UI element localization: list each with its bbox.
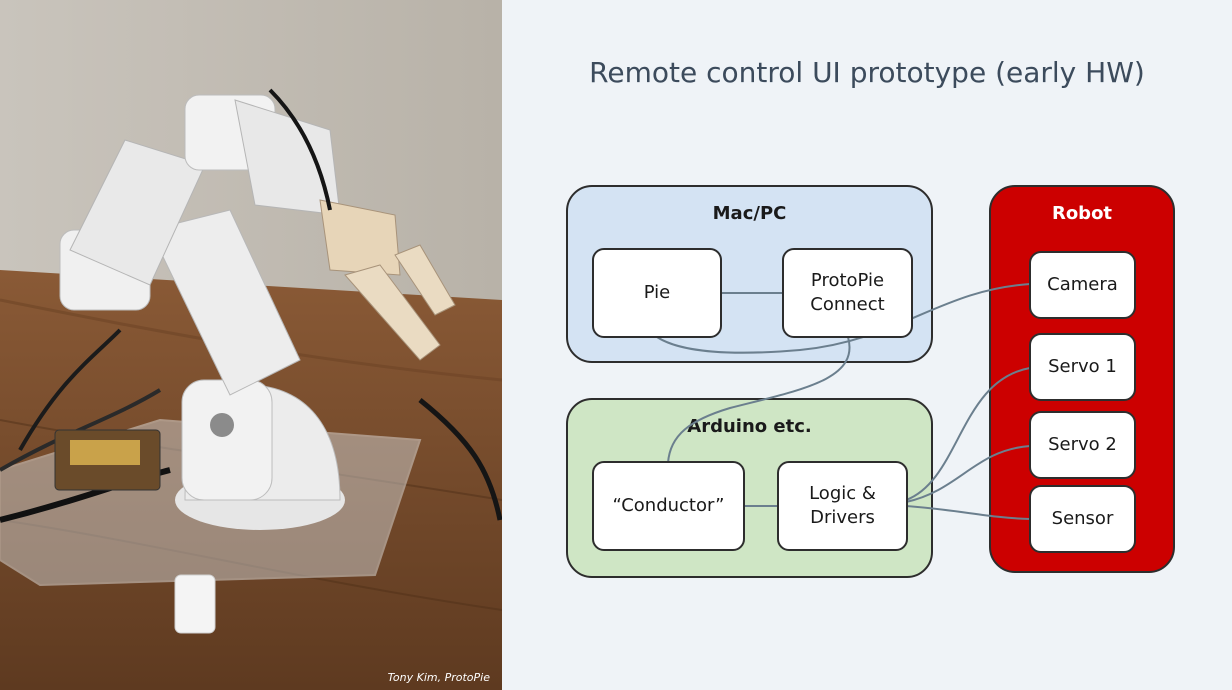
group-mac-pc-label: Mac/PC [712, 203, 787, 224]
robotic-arm-photo: Tony Kim, ProtoPie [0, 0, 502, 690]
edge-pie-camera [656, 283, 1031, 354]
node-logic-drivers: Logic & Drivers [777, 461, 908, 551]
node-pie: Pie [592, 248, 722, 338]
node-sensor: Sensor [1029, 485, 1136, 553]
node-conductor: “Conductor” [592, 461, 745, 551]
slide-title: Remote control UI prototype (early HW) [589, 56, 1145, 89]
edge-logic-servo1 [905, 367, 1031, 501]
edge-logic-servo2 [905, 445, 1031, 503]
node-camera: Camera [1029, 251, 1136, 319]
group-robot-label: Robot [1051, 203, 1113, 224]
node-servo-2: Servo 2 [1029, 411, 1136, 479]
edge-logic-sensor [905, 505, 1031, 520]
node-protopie-connect: ProtoPie Connect [782, 248, 913, 338]
group-arduino-label: Arduino etc. [687, 416, 812, 437]
photo-credit: Tony Kim, ProtoPie [387, 671, 490, 684]
node-servo-1: Servo 1 [1029, 333, 1136, 401]
robotic-arm-illustration [0, 0, 502, 690]
edge-protopie-connect-conductor [667, 336, 851, 464]
